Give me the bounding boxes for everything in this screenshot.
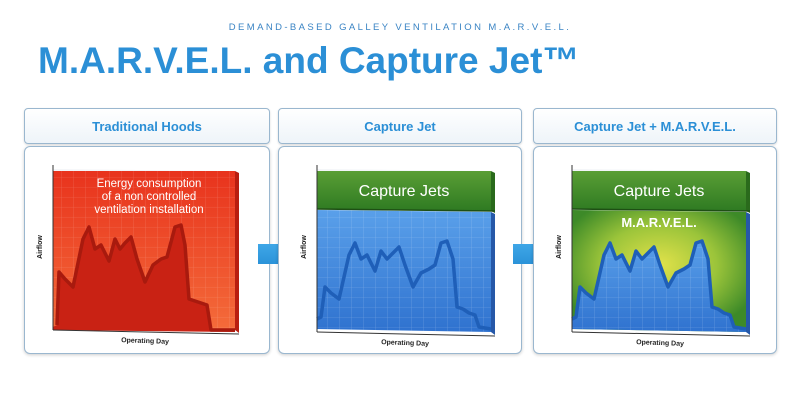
capture-jets-label: Capture Jets	[614, 183, 705, 200]
energy-label-line1: Energy consumption	[97, 178, 202, 190]
y-axis-label: Airflow	[301, 235, 308, 259]
x-axis-line	[52, 329, 240, 335]
panel-header-traditional-hoods: Traditional Hoods	[24, 108, 270, 144]
panel-header-capture-jet: Capture Jet	[278, 108, 522, 144]
y-axis-label: Airflow	[37, 235, 44, 259]
x-axis-label: Operating Day	[636, 339, 684, 348]
page-title: M.A.R.V.E.L. and Capture Jet™	[38, 40, 580, 81]
panel-header-capture-jet-marvel: Capture Jet + M.A.R.V.E.L.	[533, 108, 777, 144]
marvel-label: M.A.R.V.E.L.	[621, 215, 696, 230]
panel-capture-jet-marvel: Capture Jets M.A.R.V.E.L. Airflow Operat…	[533, 146, 777, 354]
energy-label-line3: ventilation installation	[94, 204, 203, 216]
band-side	[491, 171, 495, 213]
traditional-hoods-diagram: Energy consumption of a non controlled v…	[37, 165, 240, 346]
chart-side	[235, 171, 239, 333]
y-axis-label: Airflow	[556, 235, 563, 259]
capture-jets-band	[572, 171, 746, 211]
chart-side	[746, 212, 750, 335]
band-divider	[571, 208, 751, 212]
airflow-profile-area	[53, 225, 235, 332]
capture-jet-marvel-diagram: Capture Jets M.A.R.V.E.L. Airflow Operat…	[556, 165, 751, 348]
x-axis-label: Operating Day	[381, 339, 429, 348]
x-axis-label: Operating Day	[121, 337, 169, 346]
band-divider	[316, 208, 496, 212]
capture-jet-diagram: Capture Jets Airflow Operating Day	[301, 165, 496, 348]
capture-jets-band	[317, 171, 491, 211]
airflow-profile-line	[571, 239, 747, 331]
capture-jets-label: Capture Jets	[359, 183, 450, 200]
x-axis-line	[316, 331, 496, 337]
x-axis-line	[571, 331, 751, 337]
chart-grid	[317, 210, 491, 332]
airflow-profile-line	[316, 239, 492, 331]
band-side	[746, 171, 750, 213]
energy-label-line2: of a non controlled	[102, 191, 197, 203]
panel-traditional-hoods: Energy consumption of a non controlled v…	[24, 146, 270, 354]
page-subtitle: DEMAND-BASED GALLEY VENTILATION M.A.R.V.…	[228, 22, 572, 33]
chart-grid	[572, 241, 746, 332]
panel-capture-jet: Capture Jets Airflow Operating Day	[278, 146, 522, 354]
airflow-profile-line	[55, 223, 235, 332]
chart-side	[491, 212, 495, 335]
